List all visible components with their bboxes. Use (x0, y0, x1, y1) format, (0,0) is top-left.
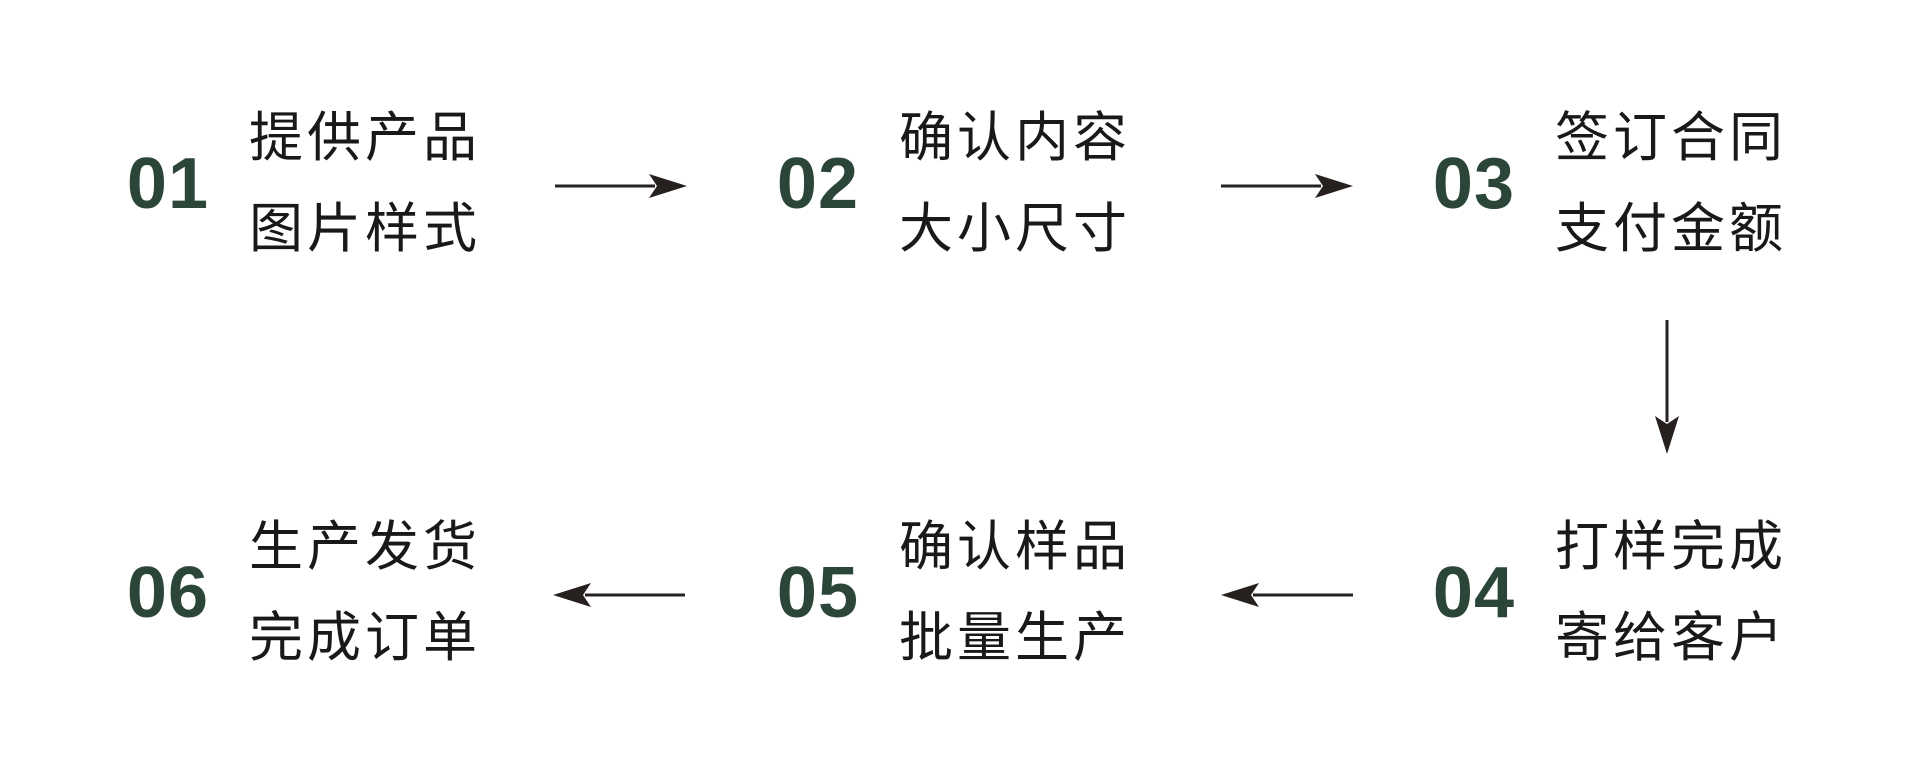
step-01: 01 提供产品 图片样式 (87, 92, 481, 276)
arrow-left-icon (1221, 583, 1353, 607)
step-04-line2: 寄给客户 (1555, 608, 1787, 668)
arrow-step5-to-step6 (553, 579, 687, 611)
arrow-down-icon (1655, 320, 1679, 454)
arrow-step1-to-step2 (553, 170, 687, 202)
step-02-number: 02 (776, 144, 859, 224)
arrow-right-icon (1221, 174, 1353, 198)
step-02-line1: 确认内容 (899, 108, 1131, 168)
step-02: 02 确认内容 大小尺寸 (737, 92, 1131, 276)
step-01-number: 01 (126, 144, 209, 224)
step-03: 03 签订合同 支付金额 (1393, 92, 1787, 276)
step-06-label: 生产发货 完成订单 (249, 502, 481, 684)
step-01-label: 提供产品 图片样式 (249, 93, 481, 275)
arrow-right-icon (555, 174, 687, 198)
step-05: 05 确认样品 批量生产 (737, 501, 1131, 685)
step-06-line1: 生产发货 (249, 517, 481, 577)
step-06-number: 06 (126, 553, 209, 633)
step-04: 04 打样完成 寄给客户 (1393, 501, 1787, 685)
step-03-label: 签订合同 支付金额 (1555, 93, 1787, 275)
arrow-step2-to-step3 (1219, 170, 1353, 202)
step-04-number: 04 (1432, 553, 1515, 633)
step-04-line1: 打样完成 (1555, 517, 1787, 577)
step-06: 06 生产发货 完成订单 (87, 501, 481, 685)
arrow-left-icon (553, 583, 685, 607)
step-03-line2: 支付金额 (1555, 199, 1787, 259)
step-05-line1: 确认样品 (899, 517, 1131, 577)
step-05-line2: 批量生产 (899, 608, 1131, 668)
step-02-label: 确认内容 大小尺寸 (899, 93, 1131, 275)
step-06-line2: 完成订单 (249, 608, 481, 668)
step-01-line1: 提供产品 (249, 108, 481, 168)
arrow-step4-to-step5 (1221, 579, 1355, 611)
step-03-number: 03 (1432, 144, 1515, 224)
step-05-number: 05 (776, 553, 859, 633)
step-02-line2: 大小尺寸 (899, 199, 1131, 259)
step-03-line1: 签订合同 (1555, 108, 1787, 168)
step-01-line2: 图片样式 (249, 199, 481, 259)
step-05-label: 确认样品 批量生产 (899, 502, 1131, 684)
arrow-step3-to-step4 (1651, 318, 1683, 454)
step-04-label: 打样完成 寄给客户 (1555, 502, 1787, 684)
